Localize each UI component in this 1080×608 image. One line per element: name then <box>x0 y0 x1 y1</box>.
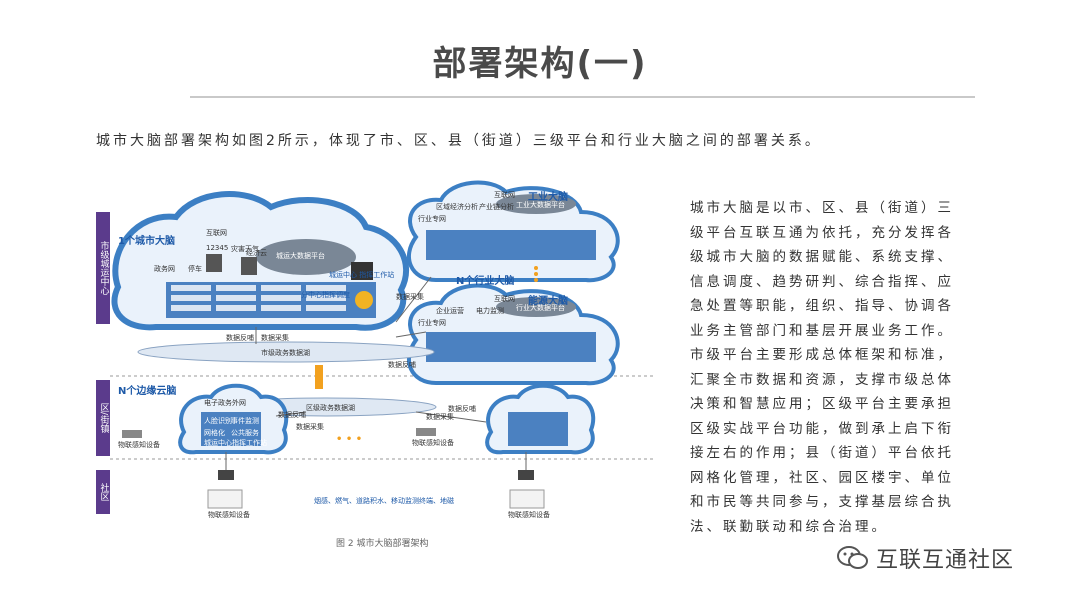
community-devices-label: 烟感、燃气、道路积水、移动监测终端、地磁 <box>314 497 454 505</box>
band-city: 市级城运中心 <box>96 212 110 324</box>
gateway-icon <box>218 470 234 480</box>
industry-count-label: N个行业大脑 <box>456 276 515 287</box>
energy-platform-disc <box>496 297 576 317</box>
dispatch-icon <box>355 291 373 309</box>
server-icon <box>206 254 222 272</box>
city-cloud-title: 1个城市大脑 <box>118 236 175 247</box>
energy-platform-layers <box>426 332 596 362</box>
sensor-box <box>207 489 243 509</box>
industry-platform-layers <box>426 230 596 260</box>
edge-cloud-title: N个边缘云脑 <box>118 386 177 397</box>
district-data-lake-label: 区级政务数据湖 <box>306 404 355 412</box>
city-data-lake-label: 市级政务数据湖 <box>261 349 310 357</box>
edge-platform-layers <box>201 412 261 446</box>
band-community: 社区 <box>96 470 110 514</box>
workstation-icon <box>351 262 373 280</box>
gateway-icon <box>518 470 534 480</box>
big-data-platform-disc <box>256 239 356 275</box>
figure-caption: 图 2 城市大脑部署架构 <box>336 539 429 549</box>
sensor-box <box>509 489 545 509</box>
edge-platform-layers <box>508 412 568 446</box>
intro-text: 城市大脑部署架构如图2所示，体现了市、区、县（街道）三级平台和行业大脑之间的部署… <box>96 133 822 149</box>
deployment-architecture-diagram: 市级城运中心 区/街镇 社区 1个城市大脑 互联网 12345 灾害天气 政务网… <box>96 172 660 552</box>
page-title: 部署架构(一) <box>432 44 648 84</box>
device-icon <box>122 430 142 438</box>
watermark: 互联互通社区 <box>836 542 1014 574</box>
industry-platform-disc <box>496 194 576 214</box>
wechat-icon <box>837 546 868 569</box>
city-data-lake <box>137 341 435 363</box>
lake-connector <box>315 365 323 389</box>
device-icon <box>416 428 436 436</box>
description-text: 城市大脑是以市、区、县（街道）三级平台互联互通为依托，充分发挥各级城市大脑的数据… <box>690 200 954 535</box>
title-divider <box>190 96 975 98</box>
watermark-text: 互联互通社区 <box>876 548 1015 573</box>
diagram-graphics <box>110 180 656 509</box>
band-district: 区/街镇 <box>96 380 110 456</box>
server-icon <box>241 257 257 275</box>
ellipsis: • • • <box>336 434 363 445</box>
